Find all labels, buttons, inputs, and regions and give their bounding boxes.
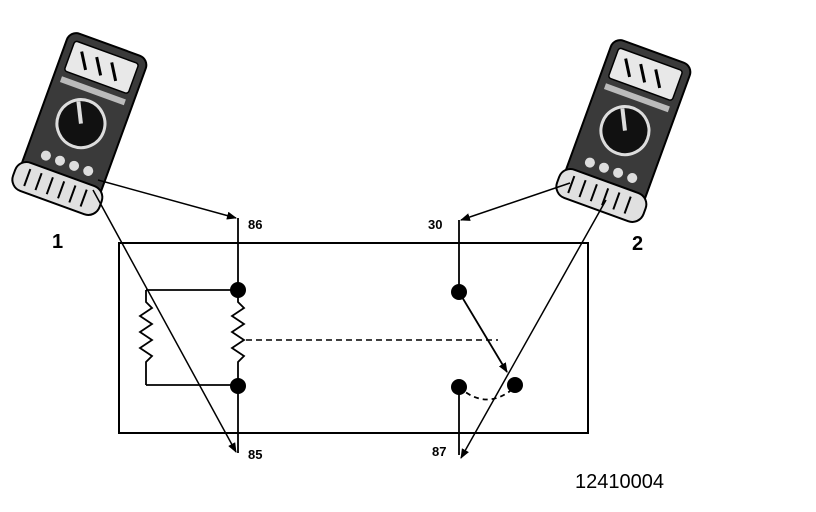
probe-lines bbox=[92, 179, 607, 459]
meter-2-number: 2 bbox=[632, 233, 643, 255]
terminal-30-label: 30 bbox=[428, 217, 442, 232]
relay-housing bbox=[118, 242, 589, 434]
switch-contact-icon bbox=[458, 291, 516, 401]
meter-1-number: 1 bbox=[52, 231, 63, 253]
figure-id: 12410004 bbox=[575, 471, 664, 493]
terminal-dots bbox=[230, 282, 523, 395]
terminal-86-label: 86 bbox=[248, 217, 262, 232]
multimeter-icon bbox=[550, 33, 699, 228]
relay-coil-icon bbox=[138, 289, 246, 386]
terminal-leads bbox=[237, 218, 460, 455]
terminal-87-label: 87 bbox=[432, 444, 446, 459]
terminal-85-label: 85 bbox=[248, 447, 262, 462]
